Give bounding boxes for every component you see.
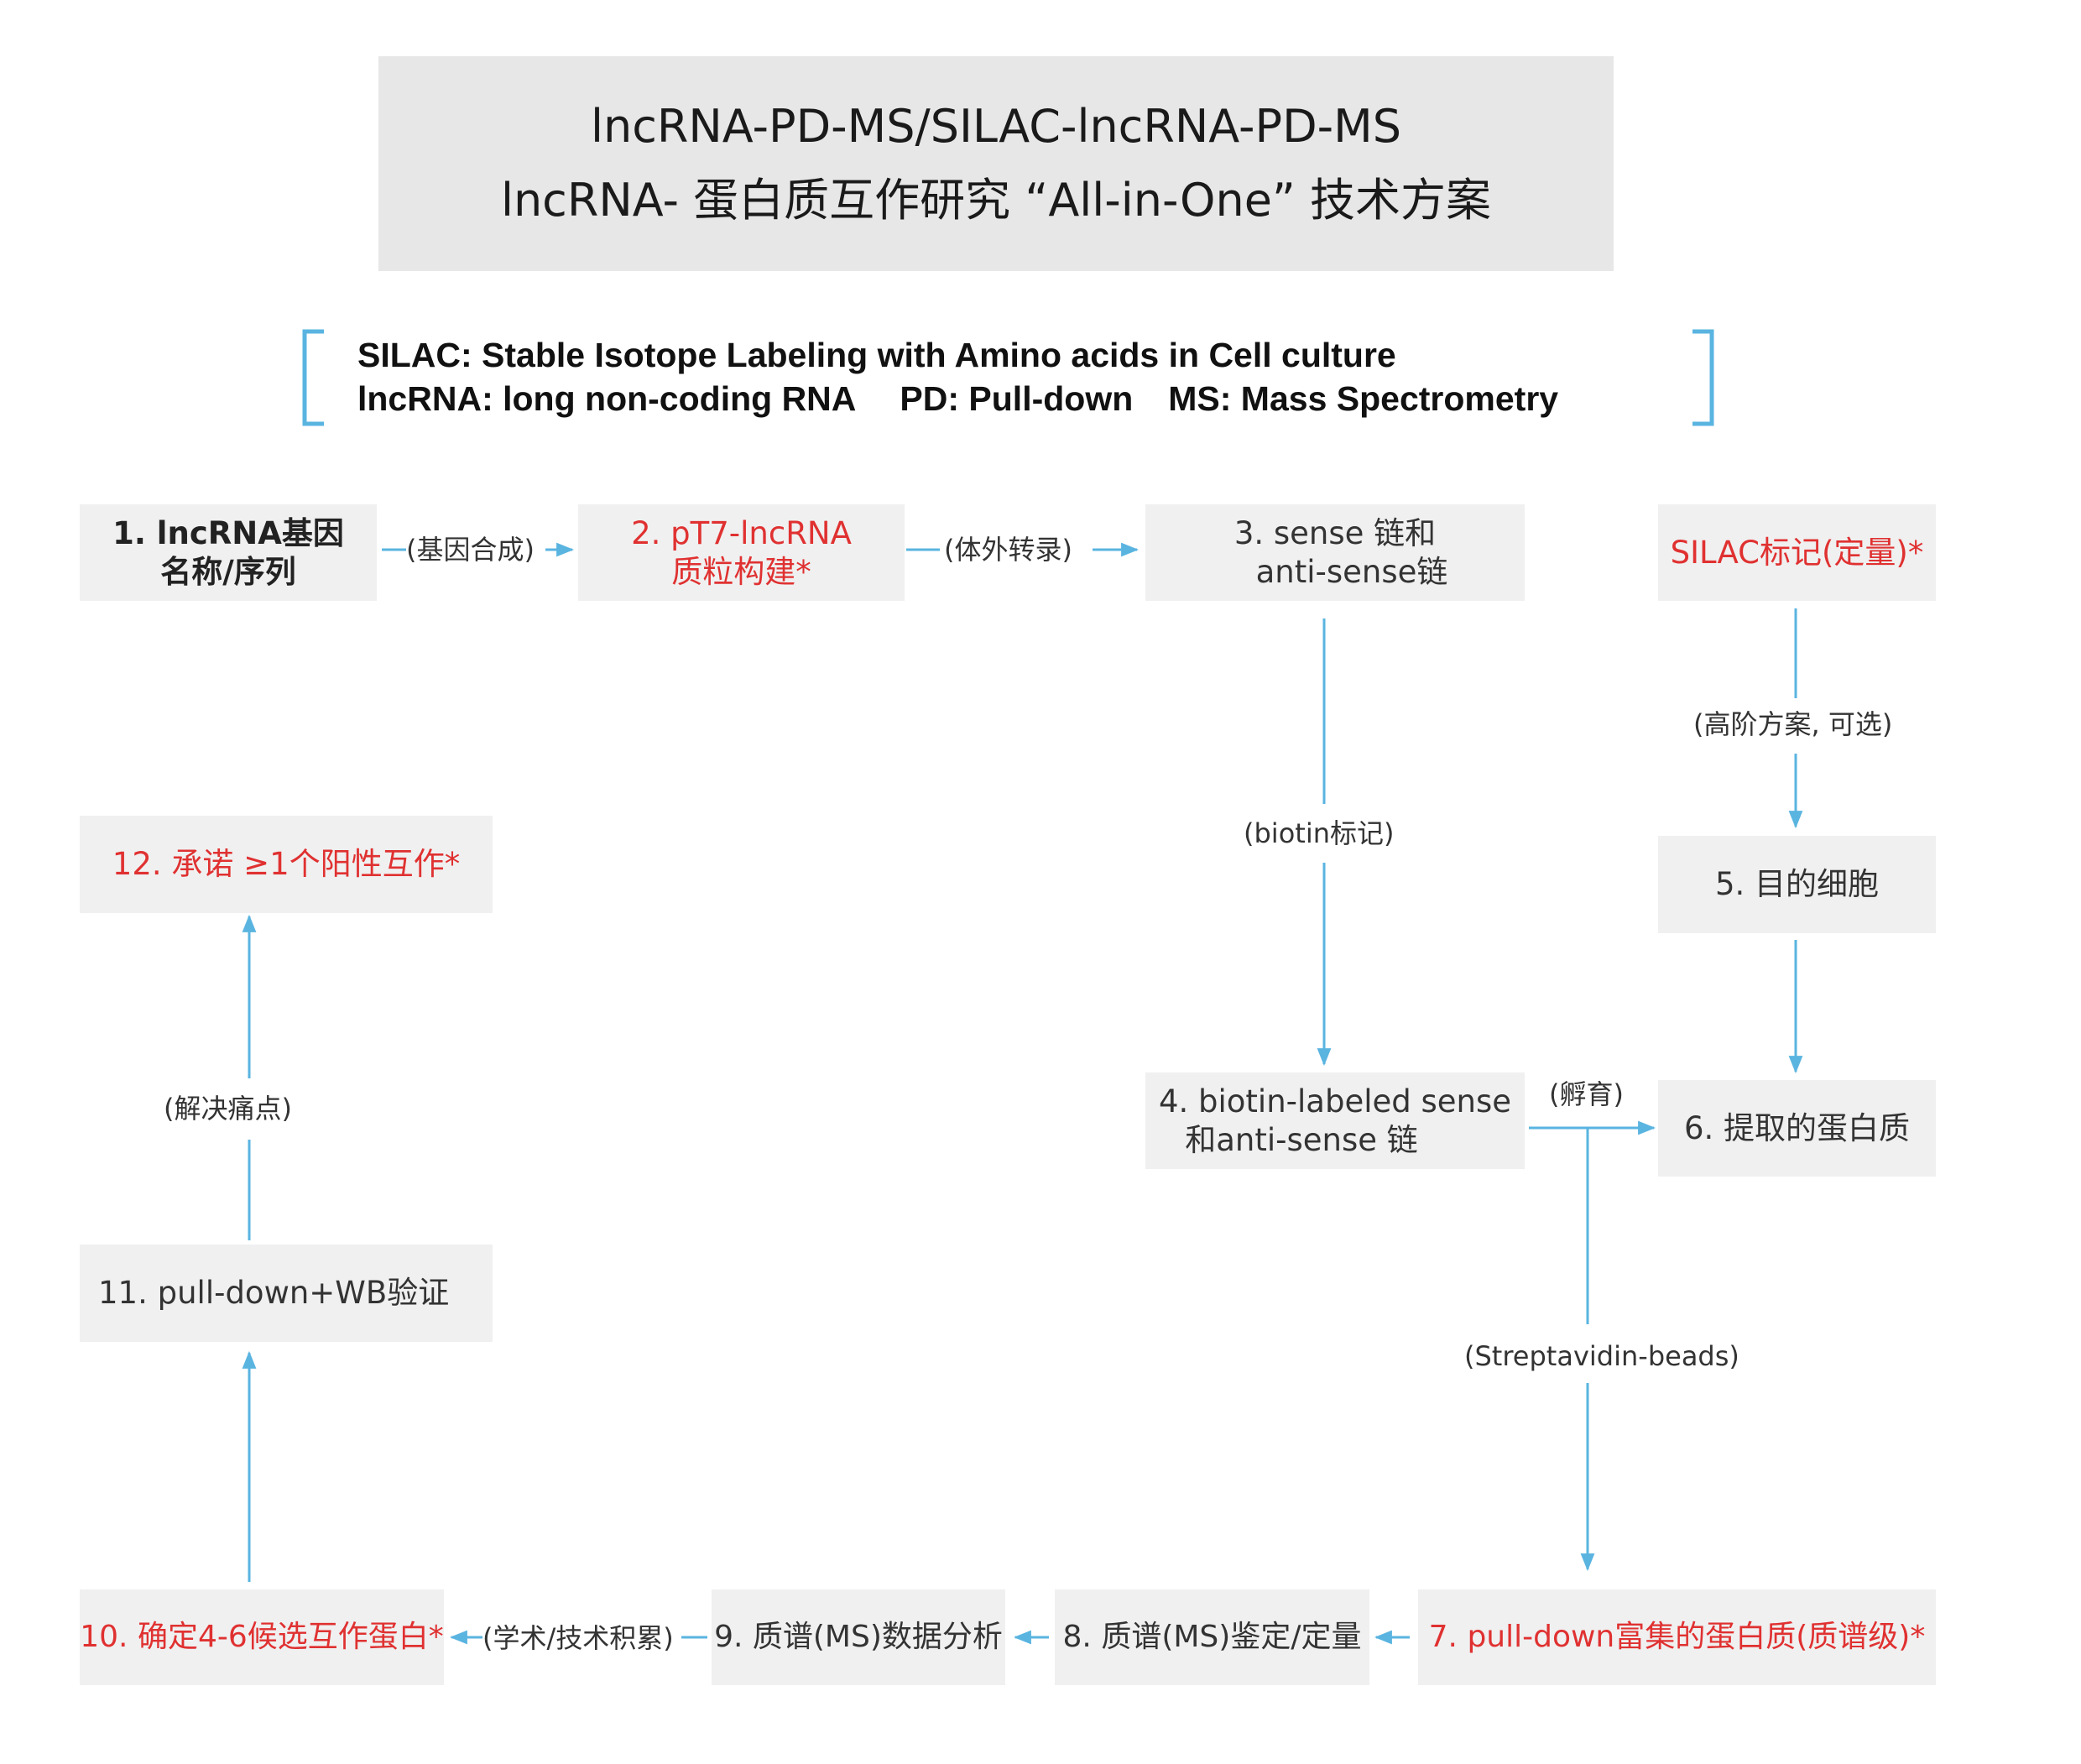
node-4-biotin-labeled: 4. biotin-labeled sense 和anti-sense 链 (1145, 1072, 1525, 1169)
node-6-extracted-protein: 6. 提取的蛋白质 (1658, 1080, 1936, 1177)
node-1-lncrna-gene: 1. lncRNA基因 名称/序列 (80, 504, 377, 601)
legend-bracket-left (302, 329, 324, 426)
legend-line-2: lncRNA: long non-coding RNA PD: Pull-down… (357, 379, 1558, 419)
legend-bracket-right (1692, 329, 1714, 426)
node-5-line-1: 5. 目的细胞 (1714, 866, 1880, 902)
title-line-2: lncRNA- 蛋白质互作研究 “All-in-One” 技术方案 (500, 174, 1492, 227)
node-2-plasmid-construction: 2. pT7-lncRNA 质粒构建* (578, 504, 905, 601)
node-6-line-1: 6. 提取的蛋白质 (1683, 1109, 1911, 1146)
edge-label-pain-points: (解决痛点) (164, 1092, 292, 1125)
node-4-line-2: 和anti-sense 链 (1185, 1121, 1418, 1158)
edge-label-biotin-labeling: (biotin标记) (1244, 817, 1395, 850)
edge-label-advanced-optional: (高阶方案, 可选) (1693, 707, 1893, 741)
legend-line-1: SILAC: Stable Isotope Labeling with Amin… (357, 336, 1396, 374)
node-4-line-1: 4. biotin-labeled sense (1158, 1083, 1512, 1119)
node-11-line-1: 11. pull-down+WB验证 (98, 1275, 450, 1311)
node-3-line-2: anti-sense链 (1255, 553, 1448, 590)
node-7-line-1: 7. pull-down富集的蛋白质(质谱级)* (1428, 1620, 1926, 1654)
node-silac-labeling: SILAC标记(定量)* (1658, 504, 1936, 601)
node-silac-line-1: SILAC标记(定量)* (1670, 534, 1924, 571)
node-1-line-2: 名称/序列 (160, 553, 296, 590)
node-3-line-1: 3. sense 链和 (1233, 514, 1437, 551)
node-9-line-1: 9. 质谱(MS)数据分析 (714, 1620, 1003, 1654)
edge-label-gene-synthesis: (基因合成) (406, 533, 535, 566)
node-3-sense-antisense: 3. sense 链和 anti-sense链 (1145, 504, 1525, 601)
legend-ms: MS: Mass Spectrometry (1168, 379, 1559, 418)
node-9-ms-data-analysis: 9. 质谱(MS)数据分析 (712, 1589, 1005, 1685)
legend-lncrna: lncRNA: long non-coding RNA (357, 379, 857, 418)
node-12-commitment: 12. 承诺 ≥1个阳性互作* (80, 816, 493, 913)
edge-label-accumulation: (学术/技术积累) (482, 1621, 674, 1655)
title-banner: lncRNA-PD-MS/SILAC-lncRNA-PD-MS lncRNA- … (378, 56, 1614, 271)
node-11-wb-validation: 11. pull-down+WB验证 (80, 1245, 493, 1342)
edge-label-incubation: (孵育) (1549, 1078, 1624, 1111)
node-8-line-1: 8. 质谱(MS)鉴定/定量 (1062, 1620, 1362, 1654)
node-7-pulldown-enriched: 7. pull-down富集的蛋白质(质谱级)* (1418, 1589, 1936, 1685)
title-line-1: lncRNA-PD-MS/SILAC-lncRNA-PD-MS (590, 100, 1402, 153)
node-8-ms-identification: 8. 质谱(MS)鉴定/定量 (1055, 1589, 1369, 1685)
legend-pd: PD: Pull-down (900, 379, 1134, 418)
node-10-line-1: 10. 确定4-6候选互作蛋白* (80, 1620, 444, 1654)
node-1-line-1: 1. lncRNA基因 (112, 514, 344, 551)
edge-label-streptavidin-beads: (Streptavidin-beads) (1464, 1339, 1739, 1373)
node-2-line-1: 2. pT7-lncRNA (631, 514, 852, 551)
node-2-line-2: 质粒构建* (671, 553, 811, 590)
edge-label-in-vitro-transcription: (体外转录) (944, 533, 1072, 566)
node-12-line-1: 12. 承诺 ≥1个阳性互作* (112, 846, 461, 882)
node-5-target-cells: 5. 目的细胞 (1658, 836, 1936, 933)
node-10-candidate-proteins: 10. 确定4-6候选互作蛋白* (80, 1589, 444, 1685)
